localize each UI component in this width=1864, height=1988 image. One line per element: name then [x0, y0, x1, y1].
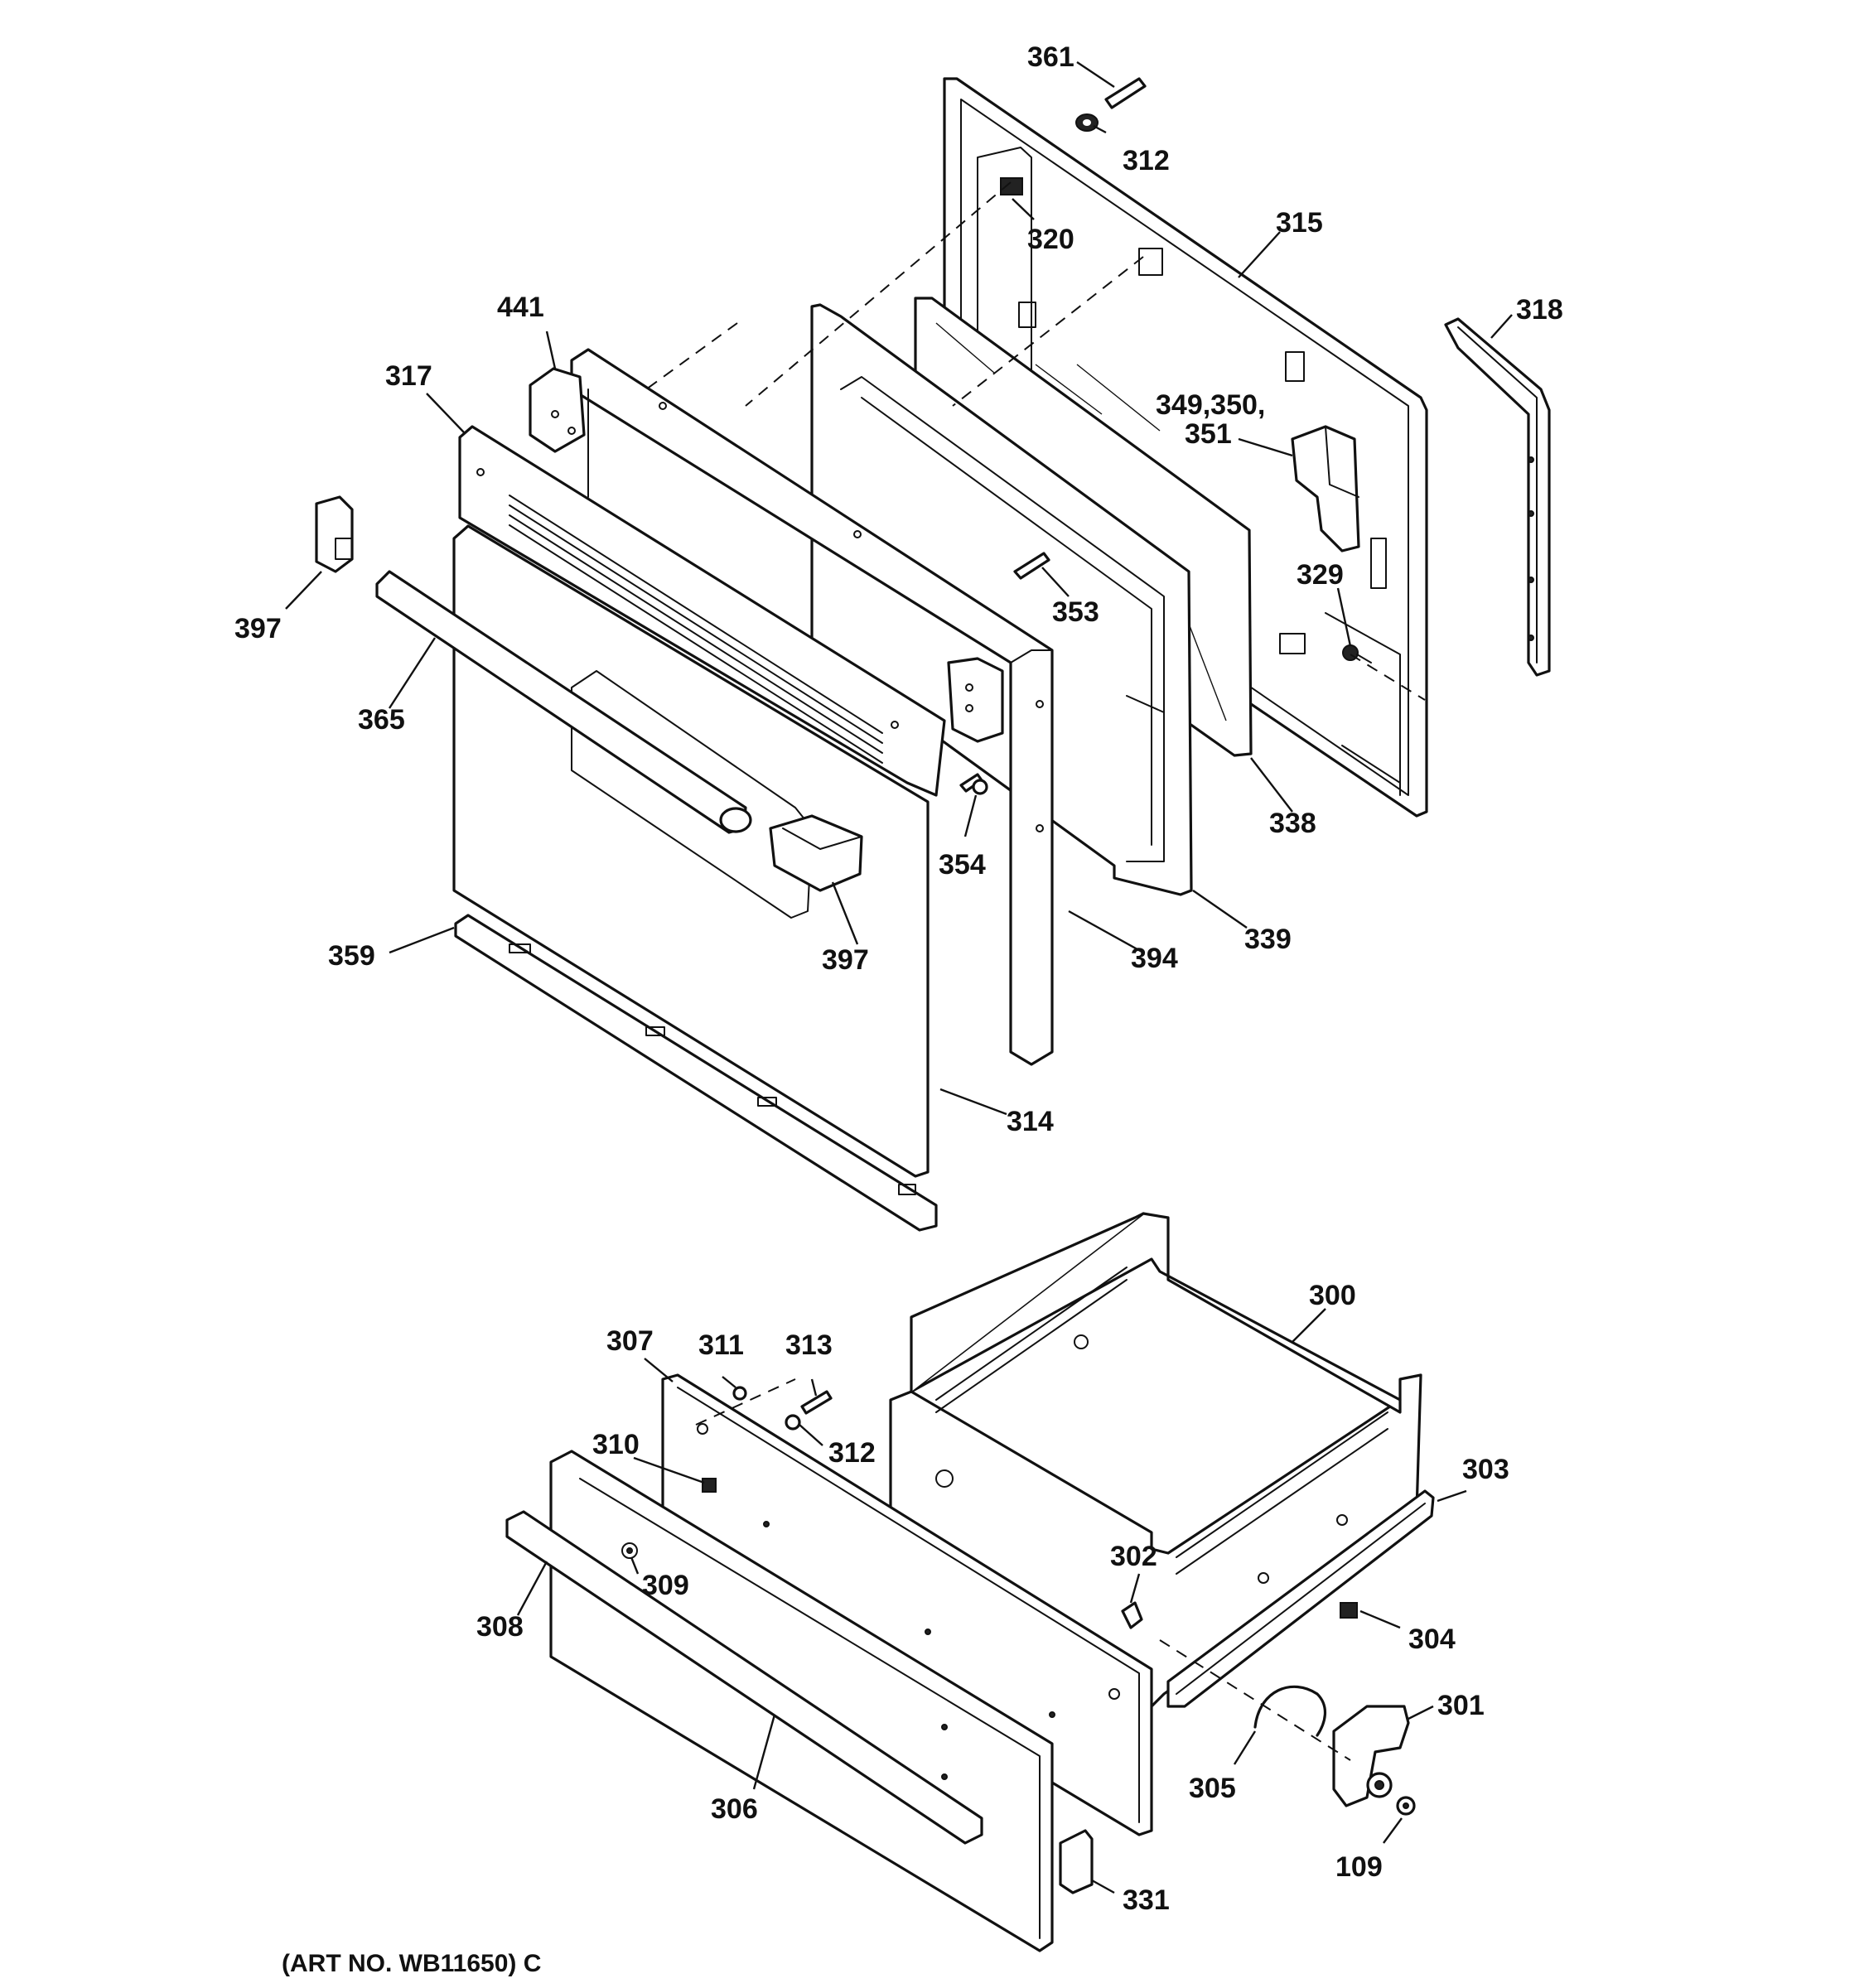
- alignment-lines: [645, 181, 1426, 701]
- callout-353: 353: [1052, 596, 1099, 628]
- callout-329: 329: [1297, 559, 1344, 591]
- callout-312-upper: 312: [1123, 145, 1170, 176]
- screw-361: [1104, 77, 1147, 109]
- callout-365: 365: [358, 704, 405, 736]
- callout-301: 301: [1437, 1690, 1485, 1721]
- screw-313: [800, 1390, 833, 1415]
- bottom-trim-359: [454, 914, 938, 1232]
- callout-leaders: [285, 61, 1513, 1894]
- callout-317: 317: [385, 360, 432, 392]
- callout-300: 300: [1309, 1280, 1356, 1311]
- callout-315: 315: [1276, 207, 1323, 239]
- door-inner-liner-315: [943, 77, 1428, 818]
- callout-309: 309: [642, 1570, 689, 1601]
- nut-311: [732, 1386, 747, 1401]
- handle-endcap-397-right: [769, 814, 863, 892]
- callout-339: 339: [1244, 924, 1292, 955]
- nut-109: [1396, 1796, 1416, 1816]
- hinge-bracket: [947, 657, 1004, 743]
- callout-349-350: 349,350,: [1156, 389, 1265, 421]
- drawer-rail-303: [1166, 1489, 1435, 1708]
- clip-310: [702, 1478, 717, 1493]
- door-handle-365: [375, 570, 752, 834]
- stud-302: [1121, 1601, 1143, 1629]
- callout-361: 361: [1027, 41, 1074, 73]
- callout-397-right: 397: [822, 944, 869, 976]
- door-frame-394: [570, 348, 1054, 1066]
- callout-314: 314: [1007, 1106, 1054, 1137]
- washer-312-lower: [785, 1414, 801, 1431]
- callout-303: 303: [1462, 1454, 1509, 1485]
- side-trim-318: [1444, 317, 1551, 677]
- callout-labels: 361 312 320 315 318 441 317 349,350, 351…: [234, 41, 1563, 1916]
- lower-alignment-lines: [695, 1378, 1351, 1761]
- callout-354: 354: [939, 849, 986, 881]
- screw-354: [959, 773, 988, 795]
- callout-394: 394: [1131, 943, 1178, 974]
- callout-441: 441: [497, 292, 544, 323]
- callout-351: 351: [1185, 418, 1232, 450]
- callout-302: 302: [1110, 1541, 1157, 1572]
- vent-trim-317: [458, 425, 946, 797]
- callout-320: 320: [1027, 224, 1074, 255]
- callout-331: 331: [1123, 1884, 1170, 1916]
- callout-305: 305: [1189, 1773, 1236, 1804]
- callout-306: 306: [711, 1793, 758, 1825]
- handle-endcap-397-left: [315, 495, 354, 573]
- callout-308: 308: [476, 1611, 524, 1643]
- callout-311: 311: [698, 1329, 744, 1361]
- callout-397-left: 397: [234, 613, 282, 644]
- callout-304: 304: [1408, 1624, 1456, 1655]
- hinge-bracket-441: [529, 367, 586, 453]
- door-inner-panel-339: [810, 303, 1193, 896]
- callout-312-lower: 312: [828, 1437, 876, 1469]
- callout-359: 359: [328, 940, 375, 972]
- screw-353: [1013, 552, 1050, 580]
- callout-313: 313: [785, 1329, 833, 1361]
- insulation-349: [1291, 425, 1360, 552]
- cable-305: [1253, 1685, 1326, 1737]
- callout-310: 310: [592, 1429, 640, 1460]
- drawer-handle-308: [505, 1510, 983, 1845]
- roller-304: [1340, 1602, 1358, 1619]
- drawer-hinge-301: [1332, 1705, 1410, 1807]
- callout-109: 109: [1335, 1851, 1383, 1883]
- washer-312: [1075, 113, 1099, 132]
- callout-318: 318: [1516, 294, 1563, 326]
- art-number: (ART NO. WB11650) C: [282, 1950, 541, 1977]
- callout-338: 338: [1269, 808, 1316, 839]
- callout-307: 307: [606, 1325, 654, 1357]
- bracket-331: [1059, 1829, 1094, 1894]
